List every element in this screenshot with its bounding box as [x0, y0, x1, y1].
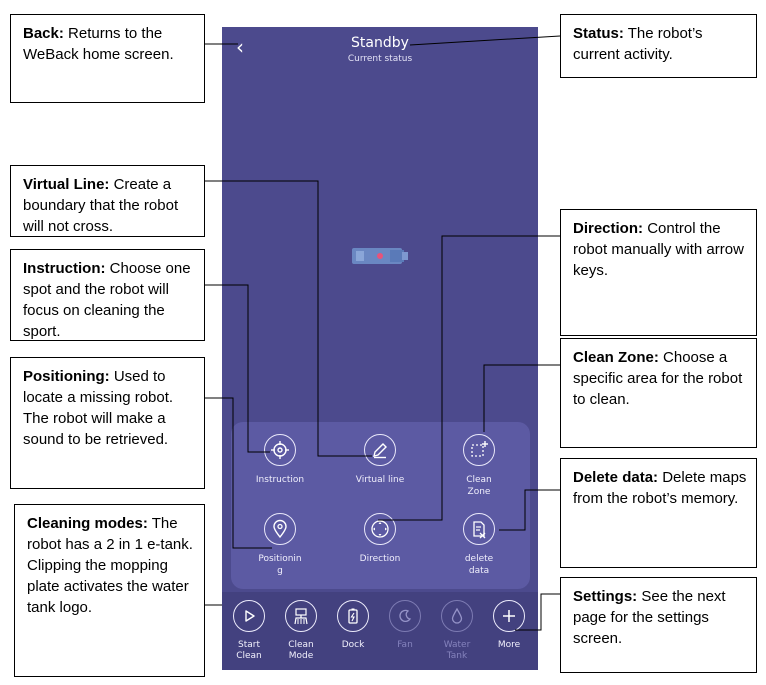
fan-label: Fan [397, 640, 413, 650]
positioning-label: Positioning [258, 554, 302, 576]
note-delete-data-text: Delete maps from the robot’s memory. [573, 469, 747, 507]
note-cleaning-modes-text: The robot has a 2 in 1 e-tank. Clipping … [27, 515, 193, 616]
note-positioning: Positioning: Used to locate a missing ro… [10, 357, 205, 489]
instruction-label: Instruction [255, 475, 305, 485]
water-tank-label: Water Tank [443, 640, 471, 661]
moon-icon [389, 600, 421, 632]
tools-panel: Instruction Virtual line Clean Zone Posi… [231, 422, 530, 589]
note-cleaning-modes-title: Cleaning modes: [27, 515, 148, 532]
virtual-line-label: Virtual line [355, 475, 405, 485]
more-button[interactable]: More [483, 600, 535, 651]
note-instruction-title: Instruction: [23, 260, 106, 277]
note-status-text: The robot’s current activity. [573, 25, 703, 63]
note-virtual-line-text: Create a boundary that the robot will no… [23, 176, 179, 235]
note-clean-zone-text: Choose a specific area for the robot to … [573, 349, 743, 408]
note-settings: Settings: See the next page for the sett… [560, 577, 757, 673]
more-label: More [497, 640, 521, 650]
note-positioning-text: Used to locate a missing robot. The robo… [23, 368, 174, 448]
direction-button[interactable]: Direction [340, 513, 420, 565]
note-virtual-line: Virtual Line: Create a boundary that the… [10, 165, 205, 237]
note-instruction: Instruction: Choose one spot and the rob… [10, 249, 205, 341]
clean-zone-button[interactable]: Clean Zone [439, 434, 519, 498]
pencil-icon [364, 434, 396, 466]
virtual-line-button[interactable]: Virtual line [340, 434, 420, 486]
delete-data-button[interactable]: delete data [439, 513, 519, 577]
dock-button[interactable]: Dock [327, 600, 379, 651]
plus-icon [493, 600, 525, 632]
note-clean-zone-title: Clean Zone: [573, 349, 659, 366]
note-back-text: Returns to the WeBack home screen. [23, 25, 174, 63]
back-button[interactable]: ‹ [236, 35, 244, 59]
note-direction: Direction: Control the robot manually wi… [560, 209, 757, 336]
note-clean-zone: Clean Zone: Choose a specific area for t… [560, 338, 757, 448]
direction-pad-icon [364, 513, 396, 545]
battery-icon [337, 600, 369, 632]
note-back-title: Back: [23, 25, 64, 42]
bottom-toolbar: Start Clean Clean Mode Dock Fan Water Ta… [222, 592, 538, 670]
water-tank-button[interactable]: Water Tank [431, 600, 483, 662]
clean-mode-button[interactable]: Clean Mode [275, 600, 327, 662]
play-icon [233, 600, 265, 632]
note-settings-title: Settings: [573, 588, 638, 605]
start-clean-button[interactable]: Start Clean [223, 600, 275, 662]
status-title: Standby [351, 35, 409, 51]
instruction-button[interactable]: Instruction [240, 434, 320, 486]
note-positioning-title: Positioning: [23, 368, 110, 385]
note-virtual-line-title: Virtual Line: [23, 176, 110, 193]
direction-label: Direction [359, 554, 401, 564]
note-direction-title: Direction: [573, 220, 644, 237]
note-direction-text: Control the robot manually with arrow ke… [573, 220, 744, 279]
note-back: Back: Returns to the WeBack home screen. [10, 14, 205, 103]
water-drop-icon [441, 600, 473, 632]
note-delete-data-title: Delete data: [573, 469, 659, 486]
location-pin-icon [264, 513, 296, 545]
note-settings-text: See the next page for the settings scree… [573, 588, 726, 647]
crosshair-icon [264, 434, 296, 466]
dock-label: Dock [341, 640, 365, 650]
zone-icon [463, 434, 495, 466]
fan-button[interactable]: Fan [379, 600, 431, 651]
app-screen: ‹ Standby Current status Instruction Vir… [222, 27, 538, 670]
note-status: Status: The robot’s current activity. [560, 14, 757, 78]
status-subtitle: Current status [347, 54, 413, 64]
clean-zone-label: Clean Zone [466, 475, 492, 497]
delete-data-icon [463, 513, 495, 545]
note-delete-data: Delete data: Delete maps from the robot’… [560, 458, 757, 568]
note-cleaning-modes: Cleaning modes: The robot has a 2 in 1 e… [14, 504, 205, 677]
clean-mode-label: Clean Mode [288, 640, 314, 661]
delete-data-label: delete data [464, 554, 494, 576]
note-status-title: Status: [573, 25, 624, 42]
note-instruction-text: Choose one spot and the robot will focus… [23, 260, 191, 340]
robot-map-icon [352, 248, 408, 264]
start-clean-label: Start Clean [236, 640, 262, 661]
broom-icon [285, 600, 317, 632]
positioning-button[interactable]: Positioning [240, 513, 320, 577]
